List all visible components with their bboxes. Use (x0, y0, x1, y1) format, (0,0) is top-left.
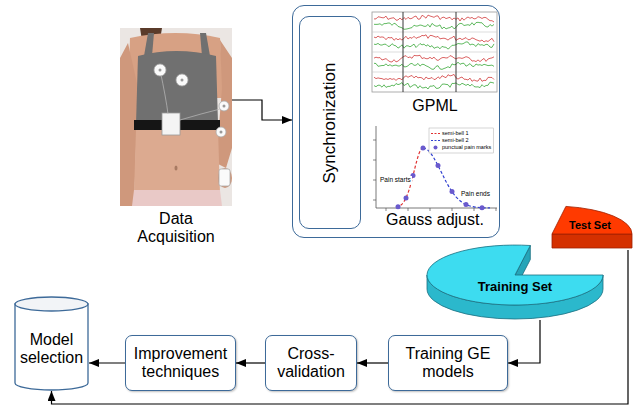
panel-divider (372, 32, 497, 33)
legend-sample-line (431, 140, 440, 141)
wedge-side (552, 234, 632, 248)
legend-sample-dot (434, 146, 438, 150)
pie-top (427, 245, 603, 305)
pain-mark-dot (464, 202, 469, 207)
legend-frame (429, 128, 493, 153)
flow-arrow (52, 250, 629, 404)
event-marker-line (403, 12, 404, 92)
axis-tick (408, 208, 409, 211)
gpml-chart-frame (372, 12, 497, 92)
pain-mark-dot (436, 163, 441, 168)
node-label: Data Acquisition (126, 210, 226, 246)
signal-trace (374, 22, 494, 29)
axis-tick (373, 160, 376, 161)
process-box: Cross-validation (265, 335, 357, 391)
signal-trace (374, 74, 494, 81)
axis-tick (452, 208, 453, 211)
electrode (219, 101, 229, 111)
electrode-center (181, 79, 184, 82)
flow-arrow (89, 362, 125, 363)
axis-tick (373, 200, 376, 201)
annotation-label: Pain ends (460, 190, 491, 198)
flow-arrow (508, 320, 540, 363)
process-box: Training GE models (388, 335, 508, 391)
pain-mark-dot (450, 189, 455, 194)
node-label: Training Set (425, 279, 605, 294)
preprocessing-group: GPML Gauss adjust. Synchronization (292, 5, 500, 238)
cylinder-body (15, 304, 88, 390)
node-label: Gauss adjust. (375, 211, 495, 229)
electrode-center (159, 69, 162, 72)
cylinder-top (15, 297, 88, 311)
chart-axis (376, 126, 377, 208)
annotation-label: Pain starts (379, 176, 412, 184)
node-outline (425, 235, 610, 320)
node-label: Improvement techniques (132, 345, 229, 381)
axis-tick (474, 208, 475, 211)
pain-mark-dot (421, 146, 426, 151)
panel-divider (372, 72, 497, 73)
database-cylinder: Model selection (14, 296, 89, 391)
pie-wedge: Test Set (548, 198, 638, 250)
signal-trace (374, 55, 494, 62)
electrode-center (220, 131, 223, 134)
pain-mark-dot (480, 205, 485, 210)
semi-bell-curve (423, 148, 490, 208)
signal-trace (374, 42, 494, 49)
flow-arrow (236, 362, 265, 363)
photo-node: Data Acquisition (120, 28, 232, 206)
event-marker-line (456, 12, 457, 92)
flow-arrow (232, 100, 292, 120)
sensor-device (162, 113, 180, 135)
node-label: Synchronization (320, 62, 340, 183)
legend-text: semi-bell 1 (442, 130, 469, 137)
node-label: GPML (375, 97, 495, 115)
panel-divider (372, 52, 497, 53)
axis-tick (496, 208, 497, 211)
signal-trace (374, 35, 494, 42)
electrode-center (223, 105, 226, 108)
axis-tick (430, 208, 431, 211)
signal-trace (374, 82, 494, 89)
axis-tick (386, 208, 387, 211)
abdomen (134, 130, 220, 193)
node-outline (120, 28, 232, 206)
signal-trace (374, 62, 494, 69)
legend-sample-line (431, 133, 440, 134)
pain-mark-dot (404, 195, 409, 200)
legend-text: punctual pain marks (442, 144, 491, 151)
pain-mark-dot (396, 204, 401, 209)
photo-background (120, 28, 232, 206)
push-button-device (219, 169, 230, 186)
sensor-wire (180, 108, 224, 120)
underwear (132, 190, 222, 206)
electrode (176, 74, 188, 86)
node-label: Cross-validation (272, 345, 350, 381)
wedge-top (552, 206, 632, 234)
node-label: Test Set (564, 219, 616, 232)
signal-trace (374, 15, 494, 22)
legend-text: semi-bell 2 (442, 137, 469, 144)
electrode (154, 64, 166, 76)
strap (200, 33, 210, 56)
electrode (216, 127, 226, 137)
axis-tick (373, 140, 376, 141)
axis-tick (373, 180, 376, 181)
navel (175, 166, 178, 171)
pie-chart: Training Set (425, 235, 610, 320)
strap (144, 33, 154, 56)
node-label: Model selection (17, 331, 86, 367)
hand (218, 168, 232, 188)
flow-arrow (357, 362, 388, 363)
sensor-wire (160, 70, 168, 114)
process-box: Improvement techniques (125, 335, 236, 391)
process-box: Synchronization (299, 16, 361, 229)
node-label: Training GE models (395, 345, 501, 381)
